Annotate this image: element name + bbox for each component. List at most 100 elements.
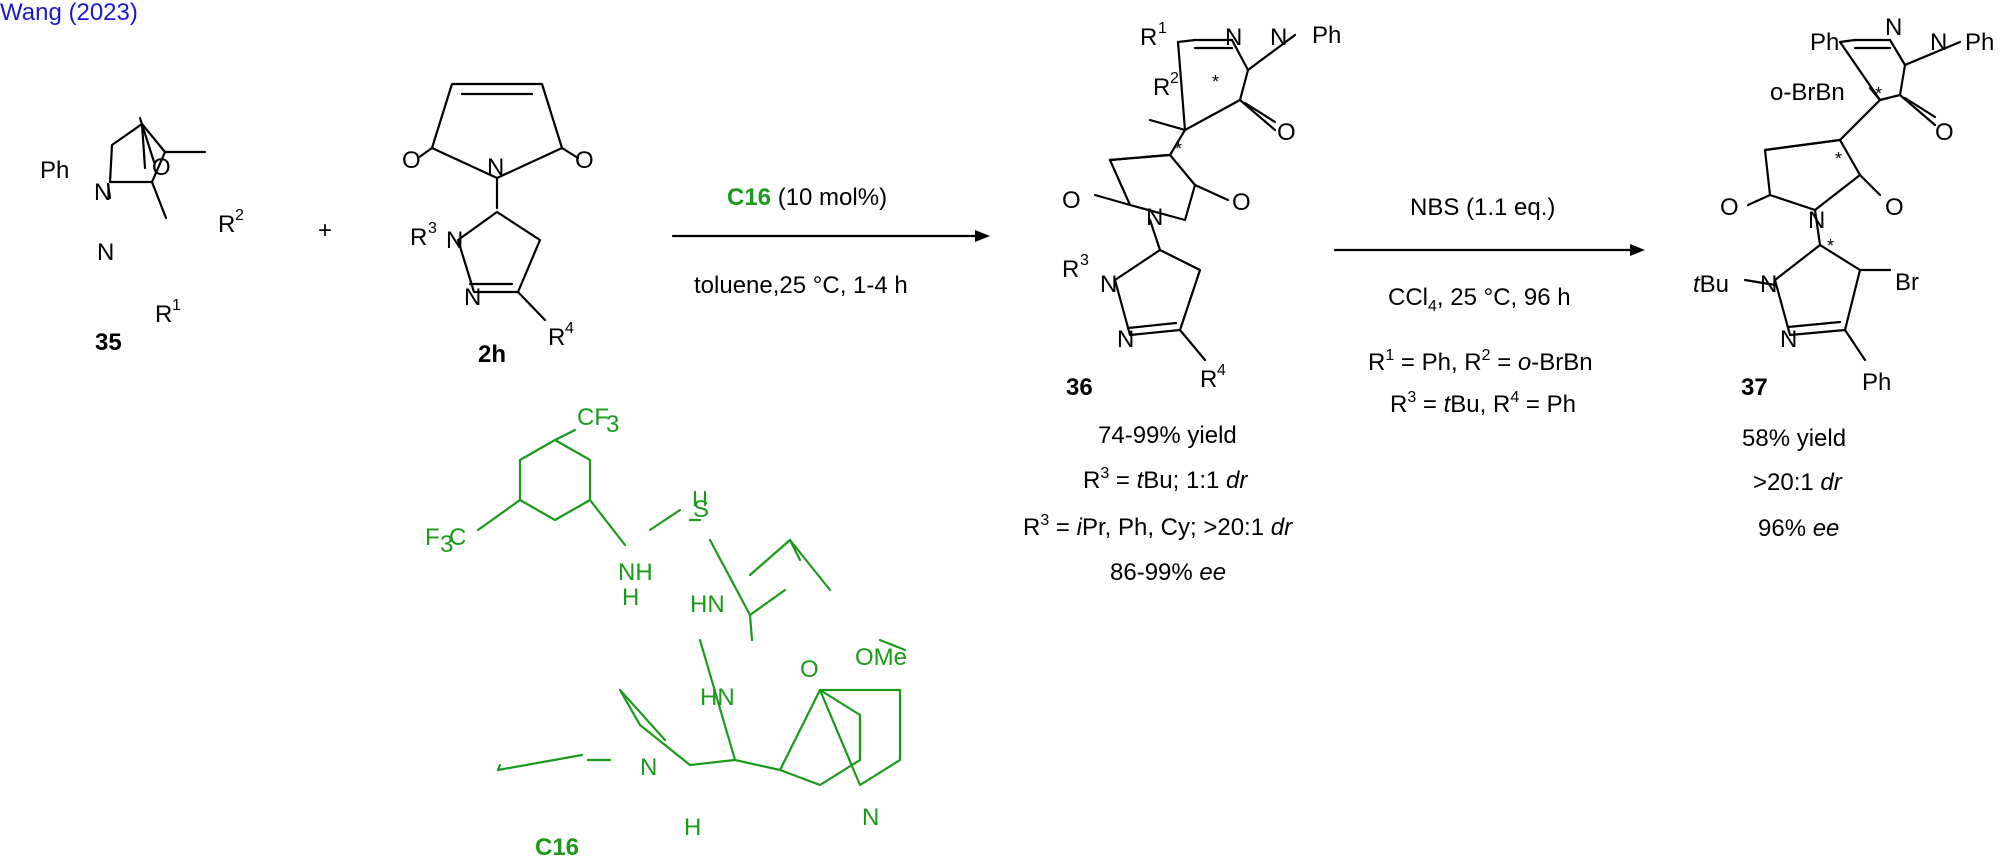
svg-text:N: N: [862, 804, 879, 831]
svg-text:O: O: [1935, 119, 1954, 146]
svg-text:HN: HN: [690, 591, 725, 618]
svg-text:N: N: [1780, 326, 1797, 353]
svg-text:O: O: [575, 147, 594, 174]
dr-37: >20:1 dr: [1753, 469, 1843, 496]
svg-text:N: N: [1885, 14, 1902, 41]
svg-text:3: 3: [428, 220, 437, 237]
svg-text:R: R: [1062, 256, 1079, 283]
svg-text:N: N: [487, 154, 504, 181]
compound-37: Ph N N Ph o-BrBn * O * O O N * tBu N Br …: [1693, 14, 1994, 401]
o-brbn-label: o-BrBn: [1770, 79, 1845, 106]
svg-text:N: N: [94, 179, 111, 206]
svg-text:H: H: [622, 584, 639, 611]
svg-text:Ph: Ph: [1810, 29, 1839, 56]
svg-text:Ph: Ph: [1312, 22, 1341, 49]
svg-text:HN: HN: [700, 684, 735, 711]
svg-text:tBu: tBu: [1693, 271, 1729, 298]
step2-r1-r2: R1 = Ph, R2 = o-BrBn: [1368, 347, 1593, 376]
svg-text:*: *: [1875, 84, 1882, 104]
ee-36: 86-99% ee: [1110, 559, 1226, 586]
svg-text:N: N: [1270, 24, 1287, 51]
svg-text:*: *: [1175, 139, 1182, 159]
svg-text:O: O: [402, 147, 421, 174]
svg-text:4: 4: [1217, 362, 1226, 379]
svg-text:R: R: [1153, 74, 1170, 101]
svg-text:O: O: [152, 154, 171, 181]
svg-text:N: N: [464, 284, 481, 311]
yield-36: 74-99% yield: [1098, 422, 1237, 449]
svg-text:2: 2: [1170, 70, 1179, 87]
compound-36-label: 36: [1066, 374, 1093, 401]
dr-36-tbu: R3 = tBu; 1:1 dr: [1083, 465, 1248, 494]
citation: Wang (2023): [0, 0, 138, 26]
svg-text:Ph: Ph: [1862, 369, 1891, 396]
svg-text:*: *: [1835, 149, 1842, 169]
svg-text:H: H: [684, 814, 701, 841]
svg-text:1: 1: [1158, 20, 1167, 37]
svg-text:3: 3: [440, 531, 453, 558]
svg-text:1: 1: [172, 297, 181, 314]
svg-text:N: N: [1117, 326, 1134, 353]
svg-text:R: R: [155, 301, 172, 328]
svg-text:S: S: [693, 496, 709, 523]
svg-text:C16 (10 mol%): C16 (10 mol%): [727, 184, 887, 211]
step1-conditions: toluene,25 °C, 1-4 h: [694, 272, 908, 299]
svg-text:Ph: Ph: [1965, 29, 1994, 56]
step1-catalyst: C16: [727, 184, 771, 211]
svg-text:N: N: [1930, 29, 1947, 56]
svg-text:N: N: [1808, 207, 1825, 234]
svg-text:O: O: [1062, 187, 1081, 214]
svg-text:N: N: [640, 754, 657, 781]
svg-text:R: R: [548, 324, 565, 351]
svg-text:R: R: [1200, 366, 1217, 393]
yield-37: 58% yield: [1742, 425, 1846, 452]
compound-36-results: 74-99% yield R3 = tBu; 1:1 dr R3 = iPr, …: [1023, 422, 1293, 586]
svg-text:*: *: [1827, 236, 1834, 256]
svg-text:O: O: [1277, 119, 1296, 146]
svg-text:N: N: [97, 239, 114, 266]
svg-text:O: O: [1720, 194, 1739, 221]
compound-2h-label: 2h: [478, 341, 506, 368]
svg-text:R: R: [410, 224, 427, 251]
compound-35-label: 35: [95, 329, 122, 356]
svg-text:4: 4: [565, 320, 574, 337]
compound-37-results: 58% yield >20:1 dr 96% ee: [1742, 425, 1846, 542]
compound-37-label: 37: [1741, 374, 1768, 401]
step2-conditions: CCl4, 25 °C, 96 h: [1388, 284, 1571, 315]
svg-text:R: R: [1140, 24, 1157, 51]
svg-text:R: R: [218, 211, 235, 238]
svg-text:N: N: [1225, 24, 1242, 51]
reaction-arrow-2: NBS (1.1 eq.) CCl4, 25 °C, 96 h R1 = Ph,…: [1333, 194, 1645, 418]
reaction-arrow-1: C16 (10 mol%) toluene,25 °C, 1-4 h: [671, 184, 990, 299]
svg-text:*: *: [1212, 72, 1219, 92]
svg-text:O: O: [800, 656, 819, 683]
step2-r3-r4: R3 = tBu, R4 = Ph: [1390, 389, 1576, 418]
svg-text:C: C: [449, 524, 466, 551]
svg-text:3: 3: [1080, 252, 1089, 269]
svg-text:Br: Br: [1895, 269, 1919, 296]
svg-text:O: O: [1885, 194, 1904, 221]
svg-text:N: N: [1100, 271, 1117, 298]
svg-text:OMe: OMe: [855, 644, 907, 671]
step2-reagent: NBS (1.1 eq.): [1410, 194, 1555, 221]
plus-sign: +: [318, 217, 332, 244]
svg-text:2: 2: [235, 207, 244, 224]
svg-text:3: 3: [606, 411, 619, 438]
svg-text:CF: CF: [577, 404, 609, 431]
svg-text:N: N: [1760, 271, 1777, 298]
svg-text:F: F: [425, 524, 440, 551]
svg-text:N: N: [446, 227, 463, 254]
ee-37: 96% ee: [1758, 515, 1839, 542]
svg-text:Ph: Ph: [40, 157, 69, 184]
step1-loading: (10 mol%): [771, 184, 887, 211]
catalyst-c16-label: C16: [535, 834, 579, 858]
svg-text:N: N: [1146, 204, 1163, 231]
dr-36-other: R3 = iPr, Ph, Cy; >20:1 dr: [1023, 512, 1293, 541]
svg-text:NH: NH: [618, 559, 653, 586]
svg-text:O: O: [1232, 189, 1251, 216]
